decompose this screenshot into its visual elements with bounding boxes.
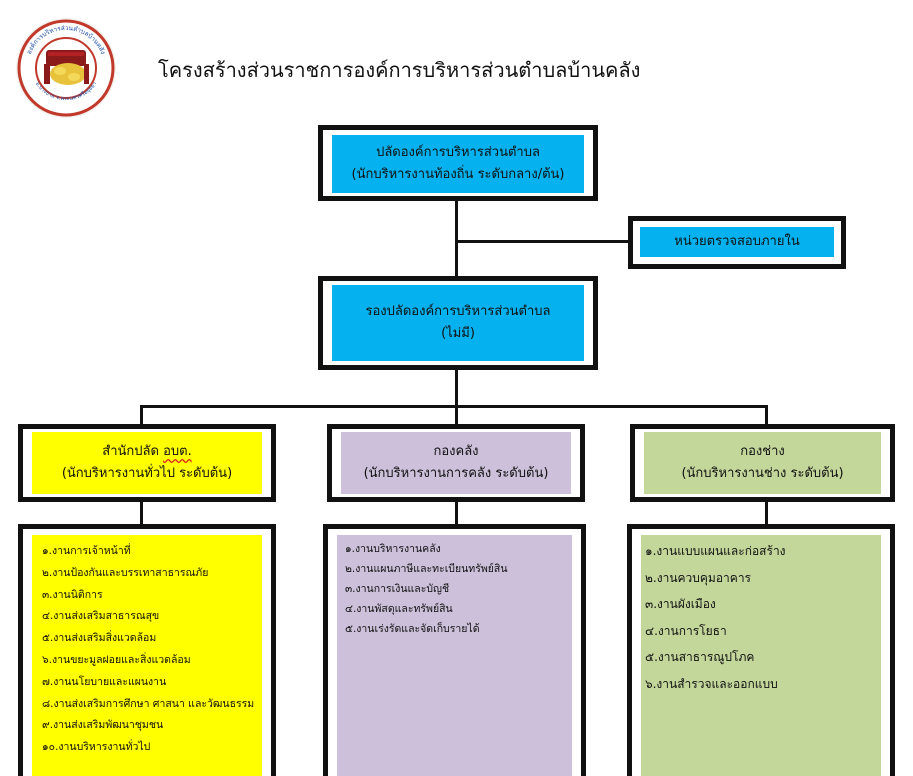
connector-admin-vertical [140,405,143,427]
engineering-division-fill: กองช่าง (นักบริหารงานช่าง ระดับต้น) [644,432,881,494]
connector-deputy-vertical [455,370,458,407]
admin-task-item: ๕.งานส่งเสริมสิ่งแวดล้อม [42,632,157,645]
admin-task-item: ๒.งานป้องกันและบรรเทาสาธารณภัย [42,566,209,579]
finance-division-title: กองคลัง [433,444,479,459]
admin-office-fill: สำนักปลัด อบต. (นักบริหารงานทั่วไป ระดับ… [32,432,262,494]
admin-task-item: ๑๐.งานบริหารงานทั่วไป [42,741,151,754]
engineering-task-item: ๑.งานแบบแผนและก่อสร้าง [645,544,786,558]
admin-office-subtitle: (นักบริหารงานทั่วไป ระดับต้น) [61,466,233,481]
connector-finance-tasks [455,500,458,526]
admin-task-item: ๓.งานนิติการ [42,588,103,601]
engineering-task-item: ๕.งานสาธารณูปโภค [645,650,755,664]
deputy-administrator-title: รองปลัดองค์การบริหารส่วนตำบล [365,304,551,319]
finance-tasks-list: ๑.งานบริหารงานคลัง ๒.งานแผนภาษีและทะเบีย… [337,535,572,776]
engineering-division-title: กองช่าง [740,444,785,459]
admin-office-title-abbr: อบต. [163,444,192,459]
admin-task-item: ๔.งานส่งเสริมสาธารณสุข [42,610,160,623]
admin-task-item: ๘.งานส่งเสริมการศึกษา ศาสนา และวัฒนธรรม [42,697,255,710]
connector-branch-horizontal [140,405,767,408]
internal-audit-label: หน่วยตรวจสอบภายใน [674,234,800,249]
connector-admin-tasks [140,500,143,526]
finance-task-item: ๑.งานบริหารงานคลัง [345,543,441,555]
engineering-division-subtitle: (นักบริหารงานช่าง ระดับต้น) [681,466,844,481]
finance-task-item: ๕.งานเร่งรัดและจัดเก็บรายได้ [345,623,480,635]
chief-administrator-fill: ปลัดองค์การบริหารส่วนตำบล (นักบริหารงานท… [332,135,584,193]
finance-division-subtitle: (นักบริหารงานการคลัง ระดับต้น) [363,466,549,481]
admin-task-item: ๙.งานส่งเสริมพัฒนาชุมชน [42,719,164,732]
engineering-task-item: ๔.งานการโยธา [645,623,727,638]
admin-office-title-text: สำนักปลัด [102,444,164,459]
engineering-task-item: ๖.งานสำรวจและออกแบบ [645,676,778,691]
finance-task-item: ๔.งานพัสดุและทรัพย์สิน [345,603,453,615]
chief-administrator-subtitle: (นักบริหารงานท้องถิ่น ระดับกลาง/ต้น) [351,167,565,182]
engineering-tasks-list: ๑.งานแบบแผนและก่อสร้าง ๒.งานควบคุมอาคาร … [641,535,881,776]
organization-logo: องค์การบริหารส่วนตำบลบ้านคลัง อ.บางบาล จ… [14,16,118,120]
connector-finance-vertical [455,405,458,427]
engineering-task-item: ๒.งานควบคุมอาคาร [645,570,752,585]
deputy-administrator-subtitle: (ไม่มี) [441,326,475,341]
admin-tasks-list: ๑.งานการเจ้าหน้าที่ ๒.งานป้องกันและบรรเท… [32,535,262,776]
admin-task-item: ๖.งานขยะมูลฝอยและสิ่งแวดล้อม [42,653,191,666]
internal-audit-fill: หน่วยตรวจสอบภายใน [640,227,834,257]
connector-audit-horizontal [455,240,629,243]
finance-task-item: ๓.งานการเงินและบัญชี [345,583,450,595]
connector-top-vertical [455,200,458,277]
connector-engineering-tasks [765,500,768,526]
deputy-administrator-fill: รองปลัดองค์การบริหารส่วนตำบล (ไม่มี) [332,285,584,361]
admin-office-title: สำนักปลัด อบต. [102,441,191,463]
finance-task-item: ๒.งานแผนภาษีและทะเบียนทรัพย์สิน [345,563,508,575]
finance-division-fill: กองคลัง (นักบริหารงานการคลัง ระดับต้น) [341,432,571,494]
admin-task-item: ๗.งานนโยบายและแผนงาน [42,675,167,688]
chief-administrator-title: ปลัดองค์การบริหารส่วนตำบล [376,145,540,160]
admin-task-item: ๑.งานการเจ้าหน้าที่ [42,545,131,557]
engineering-task-item: ๓.งานผังเมือง [645,597,716,611]
page-title: โครงสร้างส่วนราชการองค์การบริหารส่วนตำบล… [158,58,641,82]
connector-engineering-vertical [765,405,768,427]
